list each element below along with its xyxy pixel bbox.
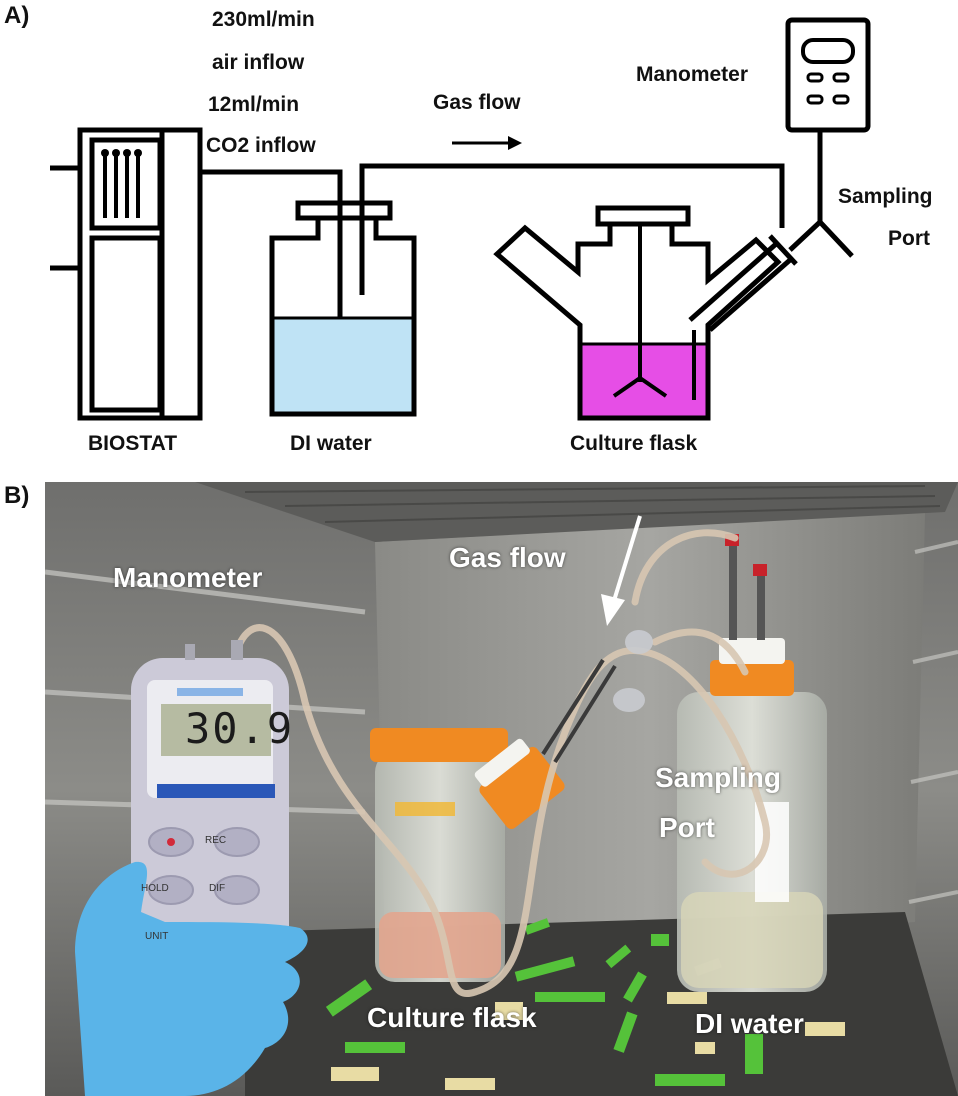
air-flow-rate: 230ml/min (212, 8, 315, 31)
photo-gloved-hand (75, 861, 308, 1096)
gas-flow-arrowhead (508, 136, 522, 150)
panel-a-label: A) (4, 2, 30, 29)
photo-di-water-label: DI water (695, 1008, 804, 1039)
gas-outlet-tube (359, 163, 785, 295)
di-water-bottle-cap (295, 200, 393, 221)
biostat-indicators (101, 149, 142, 157)
di-water-label: DI water (290, 432, 372, 455)
photo-steel-tubes (541, 658, 617, 764)
di-water-bottle (269, 215, 417, 417)
photo-sampling-label: Sampling (655, 762, 782, 793)
gas-flow-label: Gas flow (433, 91, 521, 114)
incubator-ceiling (195, 482, 958, 542)
photo-culture-flask (370, 728, 565, 982)
manometer-reading: 30.9 (185, 704, 295, 753)
incubator-photo: 30.9 REC HOLD DIF UNIT Manometer Gas flo… (45, 482, 958, 1096)
button-dif-label: DIF (209, 883, 226, 894)
panel-b-label: B) (4, 482, 30, 509)
culture-flask-cap (595, 205, 691, 227)
sampling-label: Sampling (838, 185, 933, 208)
photo-culture-flask-label: Culture flask (367, 1002, 537, 1033)
photo-foil (613, 630, 653, 712)
air-flow-label: air inflow (212, 51, 305, 74)
schematic-diagram (50, 17, 871, 421)
culture-flask-label: Culture flask (570, 432, 698, 455)
biostat-device (50, 127, 203, 421)
port-label: Port (888, 227, 930, 250)
button-unit-label: UNIT (145, 931, 169, 942)
tape-pieces (325, 918, 845, 1090)
water-level (272, 318, 414, 414)
culture-flask (493, 221, 782, 421)
photo-gas-flow-label: Gas flow (449, 542, 566, 573)
manometer-device (785, 17, 871, 133)
sampling-port (788, 220, 822, 252)
button-rec-label: REC (205, 835, 227, 846)
manometer-label: Manometer (636, 63, 749, 86)
photo-manometer-label: Manometer (113, 562, 263, 593)
biostat-label: BIOSTAT (88, 432, 178, 455)
co2-flow-label: CO2 inflow (206, 134, 316, 157)
photo-di-water-bottle (677, 534, 827, 992)
photo-gas-flow-arrow (601, 594, 625, 626)
co2-flow-rate: 12ml/min (208, 93, 300, 116)
photo-tubing (231, 529, 770, 997)
photo-port-label: Port (659, 812, 715, 843)
button-hold-label: HOLD (141, 883, 169, 894)
gas-inlet-tube (200, 169, 343, 365)
